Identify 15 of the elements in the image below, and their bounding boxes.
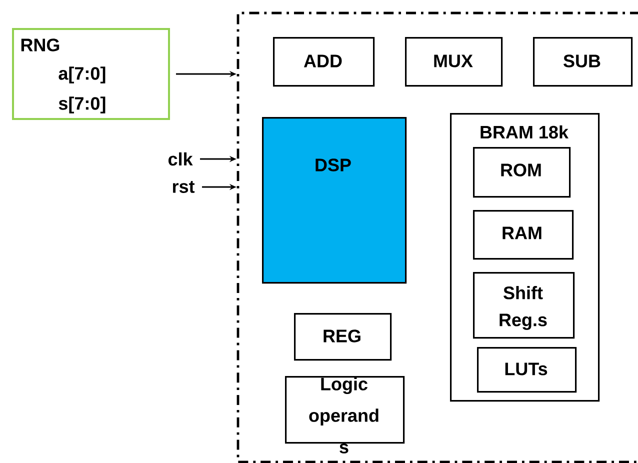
- block-box: SUB: [533, 37, 633, 87]
- block-box: REG: [294, 313, 392, 361]
- dsp-block: DSP: [262, 117, 407, 284]
- signal-box: RNG a[7:0] s[7:0]: [12, 28, 170, 120]
- block-box: ROM: [473, 147, 571, 198]
- node-label: s: [340, 444, 348, 454]
- fpga-boundary: [236, 12, 638, 463]
- signal-label: rst: [173, 181, 195, 193]
- block-box: LUTs: [477, 347, 577, 393]
- block-box: Shift Reg.s: [473, 272, 575, 339]
- block-box: Logic operand s: [285, 376, 405, 454]
- block-box: ADD: [273, 37, 375, 87]
- block-box: RAM: [473, 210, 574, 260]
- signal-label: clk: [168, 152, 193, 166]
- block-box: MUX: [405, 37, 503, 87]
